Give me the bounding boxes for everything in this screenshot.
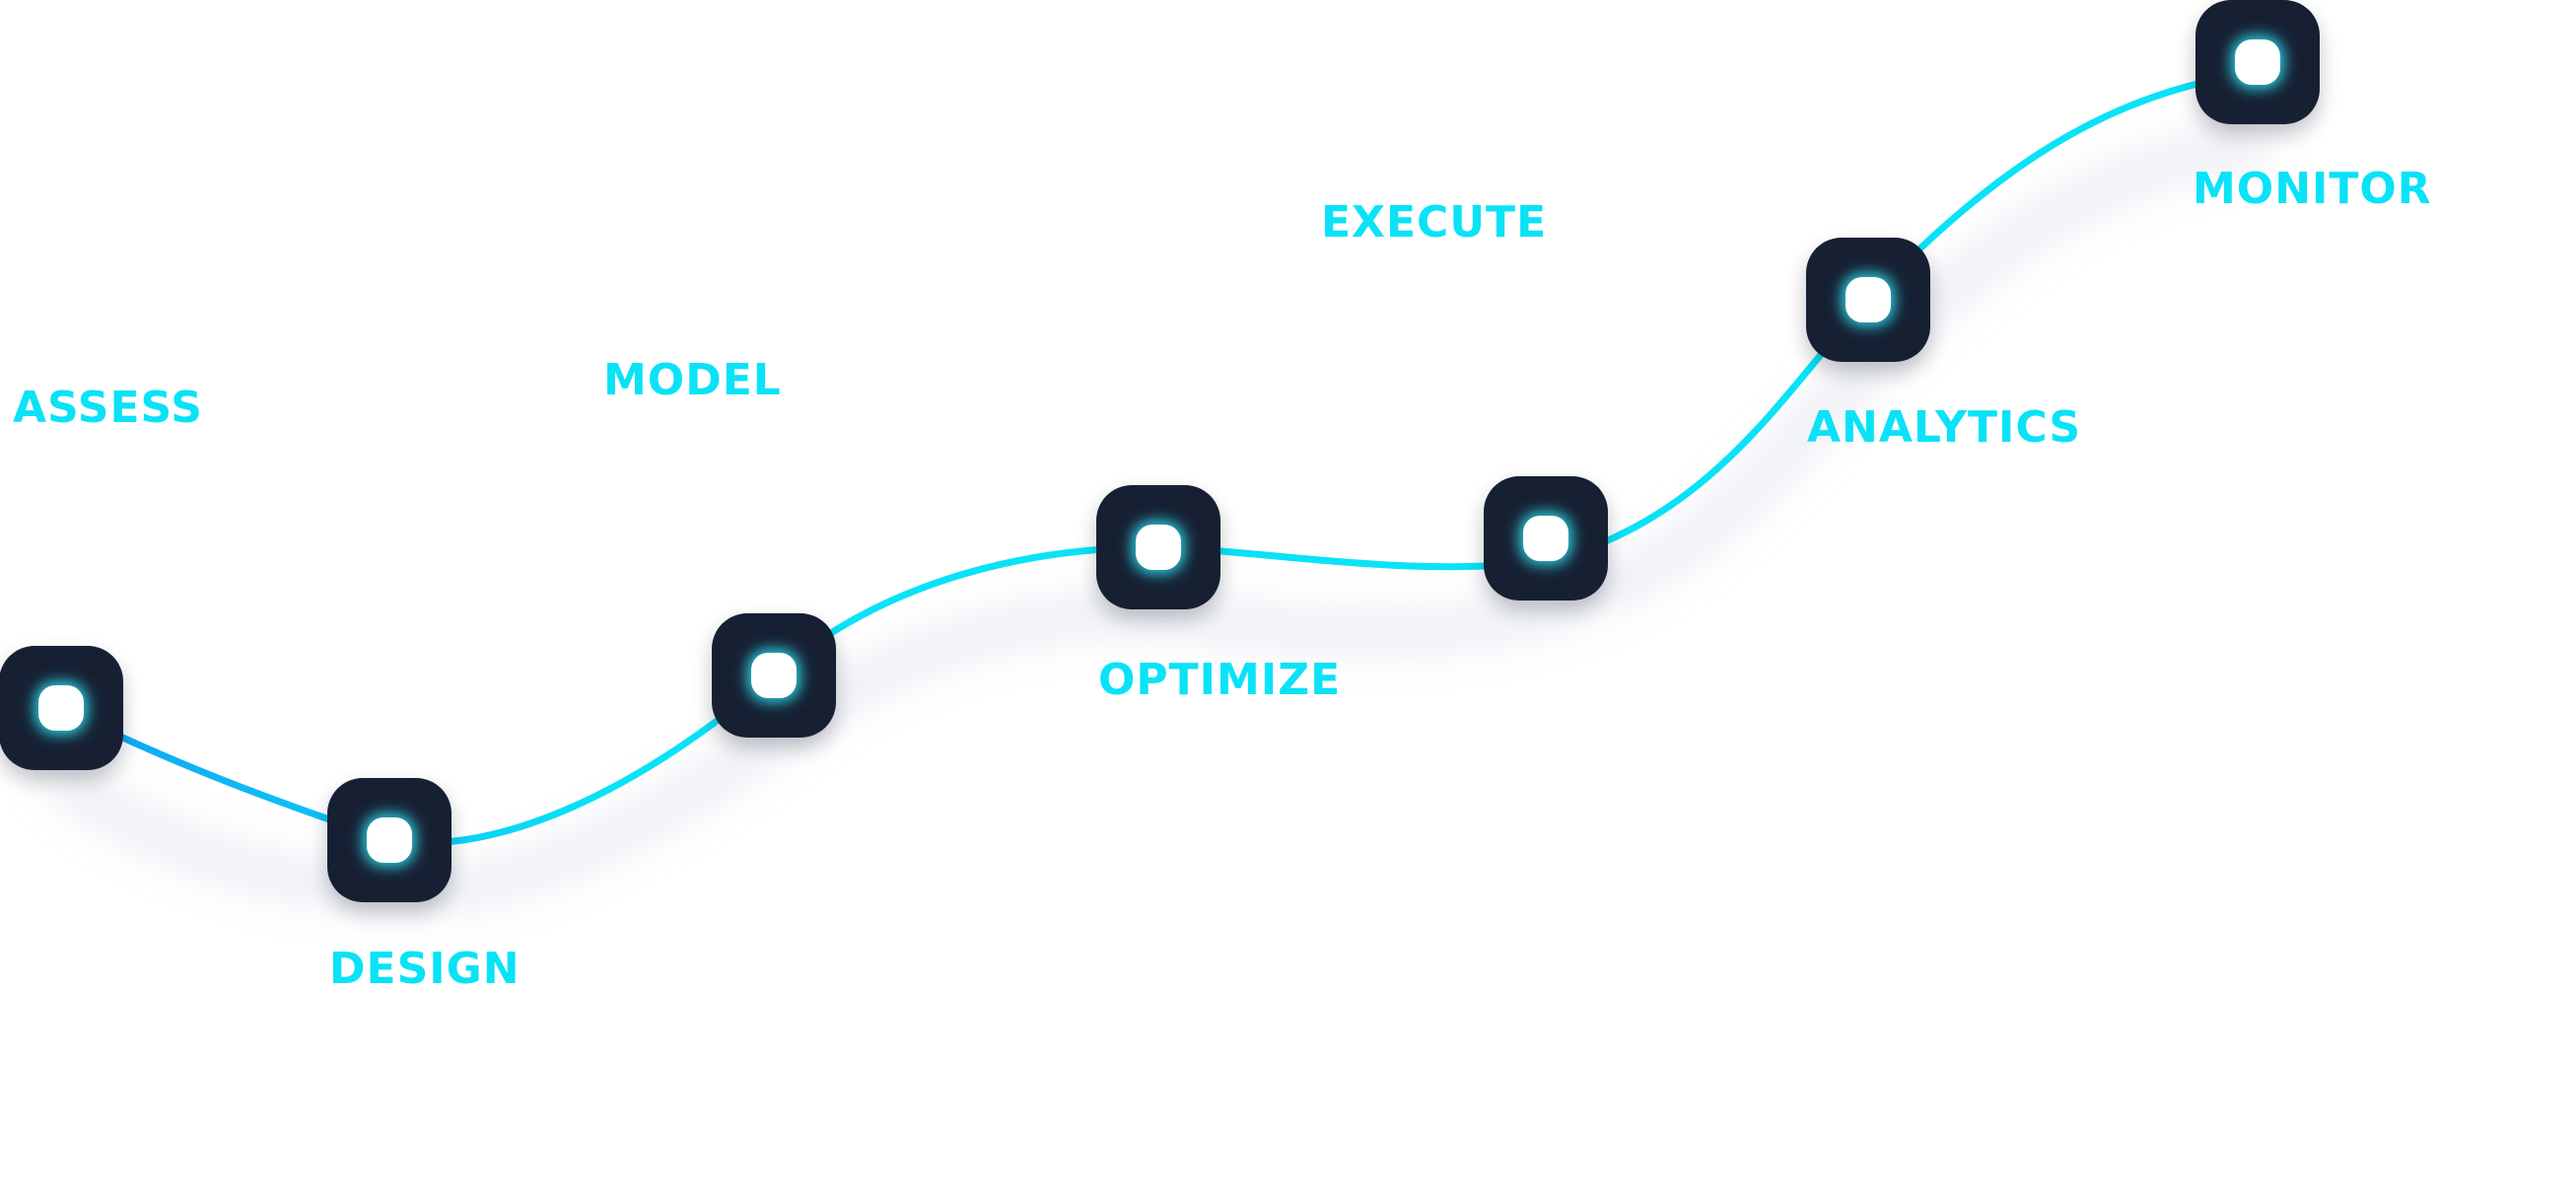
step-node-monitor: [2195, 0, 2320, 134]
step-label-assess: ASSESS: [13, 383, 203, 433]
nodes-layer: [0, 0, 2320, 912]
node-core: [1845, 277, 1891, 322]
step-label-execute: EXECUTE: [1321, 197, 1548, 247]
step-label-model: MODEL: [603, 355, 782, 405]
step-label-optimize: OPTIMIZE: [1098, 655, 1342, 705]
flow-line: [57, 68, 2262, 847]
node-core: [1523, 516, 1568, 561]
step-node-model: [712, 613, 836, 747]
step-node-execute: [1484, 476, 1608, 610]
step-node-design: [327, 778, 452, 912]
step-label-monitor: MONITOR: [2193, 164, 2432, 214]
step-label-analytics: ANALYTICS: [1807, 402, 2082, 453]
node-core: [367, 817, 412, 863]
node-core: [38, 685, 84, 731]
step-label-design: DESIGN: [329, 944, 521, 994]
node-core: [751, 653, 797, 698]
step-node-analytics: [1806, 238, 1930, 372]
node-core: [1136, 525, 1181, 570]
step-node-optimize: [1096, 485, 1220, 619]
node-core: [2235, 39, 2280, 85]
step-node-assess: [0, 646, 123, 780]
